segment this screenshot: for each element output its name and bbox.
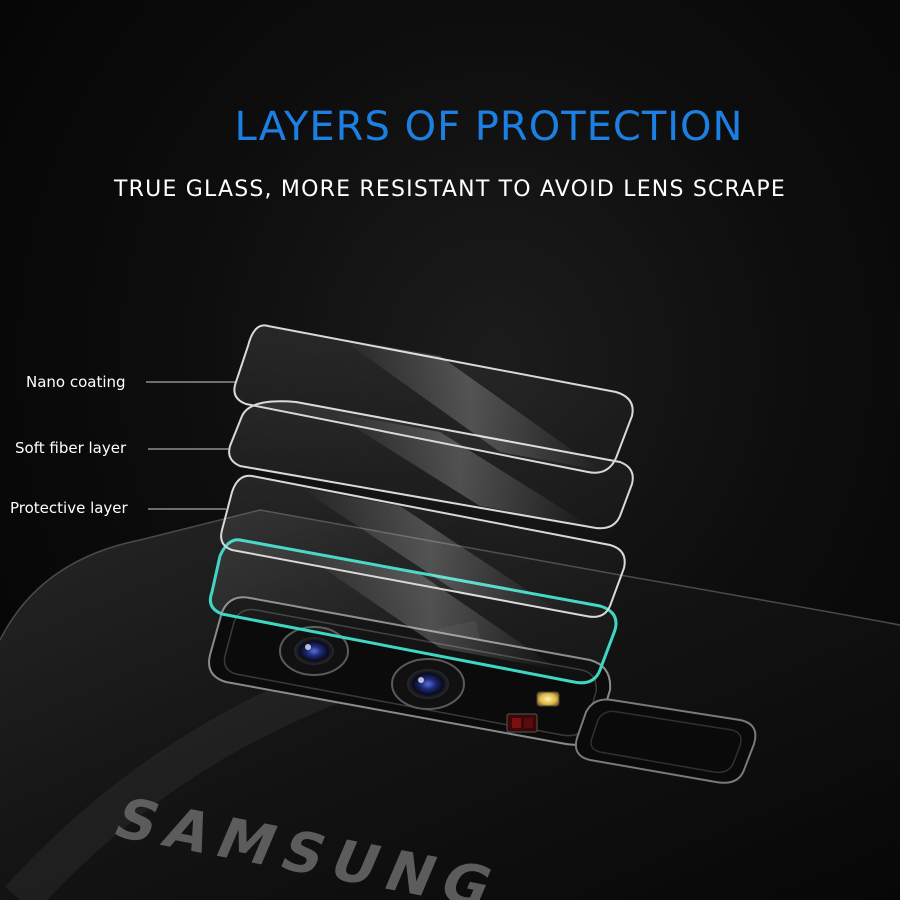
label-leader-lines: [146, 381, 236, 510]
protective-layer-sheet: [220, 474, 626, 618]
layer-label-soft-fiber: Soft fiber layer: [15, 439, 127, 457]
sensor-icon: [506, 713, 538, 733]
camera-lens-icon: [279, 626, 349, 676]
camera-module: [208, 596, 612, 746]
layer-label-nano-coating: Nano coating: [26, 373, 126, 391]
camera-lens-icon: [391, 658, 465, 710]
page-title: LAYERS OF PROTECTION: [234, 104, 744, 150]
soft-fiber-layer-sheet: [228, 400, 634, 530]
nano-coating-sheet: [233, 324, 634, 474]
flash-icon: [536, 691, 560, 707]
fingerprint-sensor-icon: [574, 698, 757, 784]
layer-label-protective: Protective layer: [10, 499, 128, 517]
protective-glass-layer: [208, 538, 618, 685]
page-subtitle: TRUE GLASS, MORE RESISTANT TO AVOID LENS…: [114, 177, 786, 202]
